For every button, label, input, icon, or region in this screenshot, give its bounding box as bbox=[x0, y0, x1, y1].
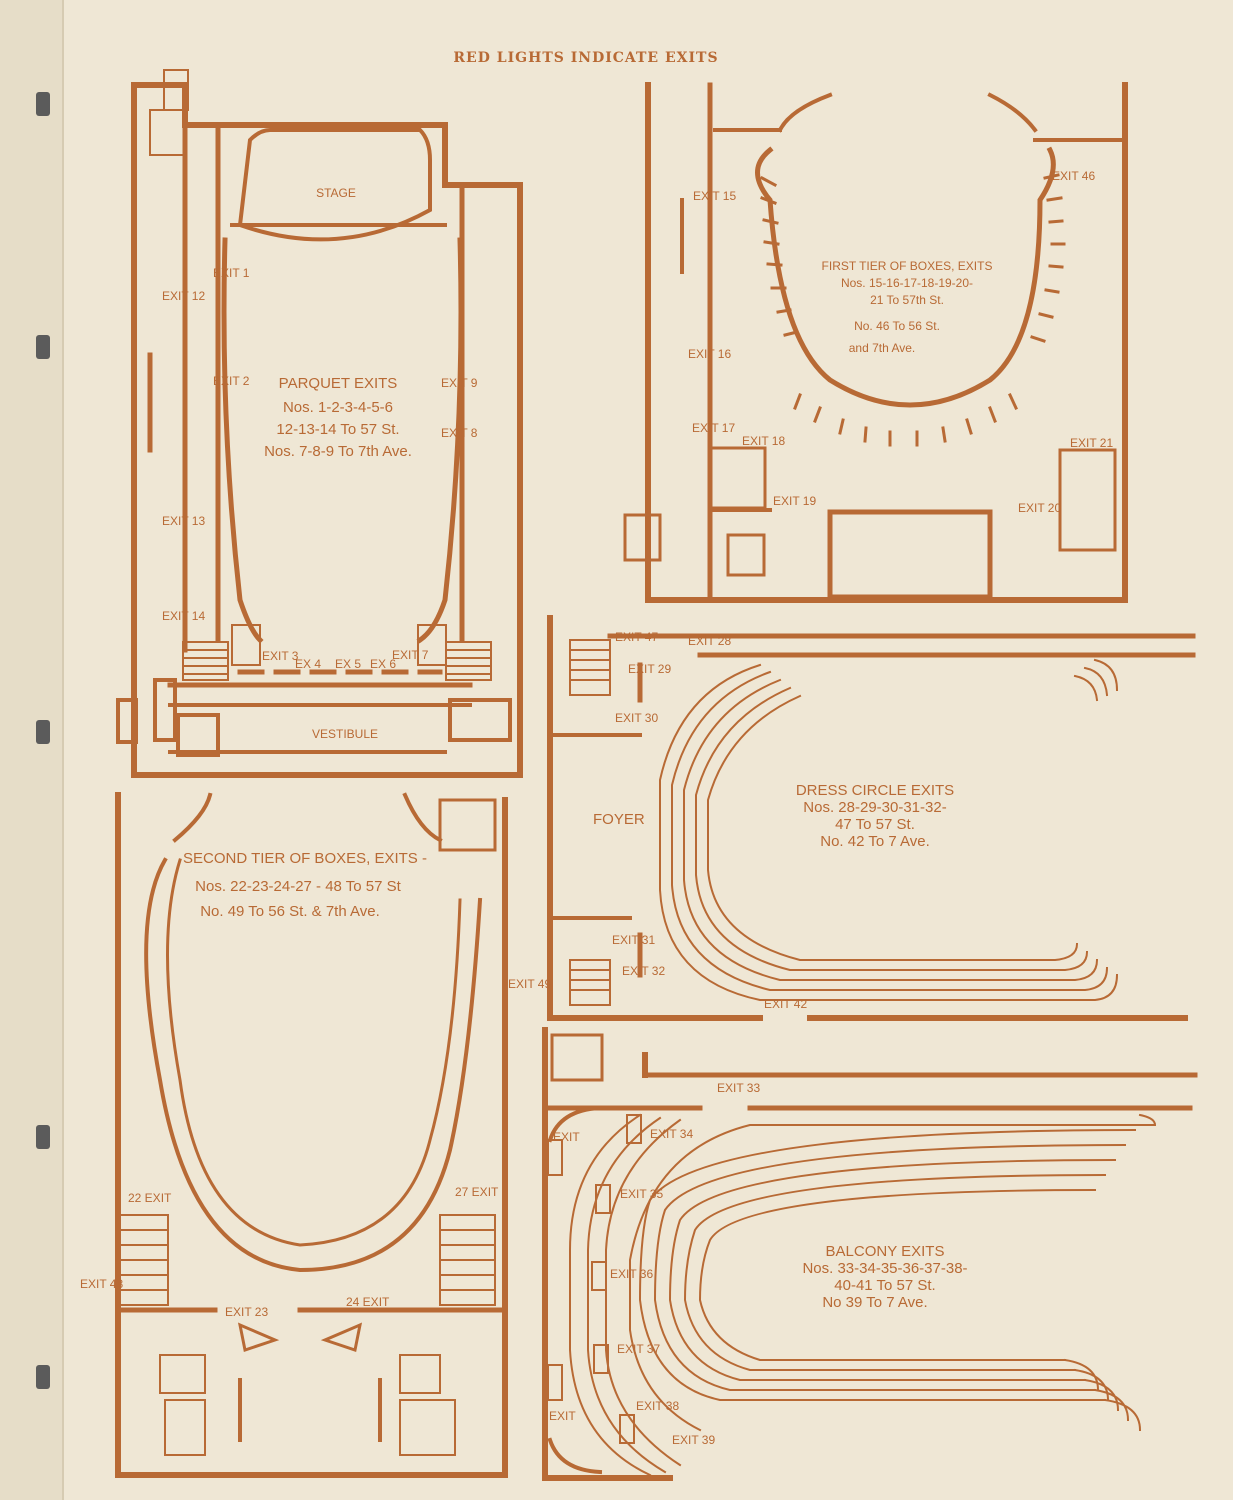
exit-label: EXIT 35 bbox=[620, 1187, 663, 1201]
exit-label: EXIT 13 bbox=[162, 514, 205, 528]
exit-label: EX 5 bbox=[335, 657, 361, 671]
exit-label: EXIT 14 bbox=[162, 609, 205, 623]
exit-label: EXIT 49 bbox=[508, 977, 551, 991]
dress-circle-legend-title: DRESS CIRCLE EXITS bbox=[796, 782, 954, 799]
balcony-legend-title: BALCONY EXITS bbox=[826, 1243, 945, 1260]
exit-label: EXIT 2 bbox=[213, 374, 250, 388]
exit-label: EX 4 bbox=[295, 657, 321, 671]
second-tier-legend-line: No. 49 To 56 St. & 7th Ave. bbox=[200, 903, 380, 920]
balcony-plan bbox=[542, 1027, 1198, 1481]
second-tier-legend-line: Nos. 22-23-24-27 - 48 To 57 St bbox=[195, 878, 402, 895]
exit-label: 24 EXIT bbox=[346, 1295, 390, 1309]
parquet-legend-title: PARQUET EXITS bbox=[279, 375, 398, 392]
balcony-legend-line: 40-41 To 57 St. bbox=[834, 1277, 935, 1294]
exit-label: 27 EXIT bbox=[455, 1185, 499, 1199]
exit-label: EXIT 29 bbox=[628, 662, 671, 676]
balcony-legend-line: No 39 To 7 Ave. bbox=[822, 1294, 927, 1311]
header-title: RED LIGHTS INDICATE EXITS bbox=[453, 50, 718, 66]
first-tier-legend-line: Nos. 15-16-17-18-19-20- bbox=[841, 276, 973, 290]
staple-icon bbox=[36, 1365, 50, 1389]
exit-label: EXIT 33 bbox=[717, 1081, 760, 1095]
exit-label: EXIT 20 bbox=[1018, 501, 1061, 515]
first-tier-legend-line: 21 To 57th St. bbox=[870, 293, 944, 307]
exit-label: EXIT 3 bbox=[262, 649, 299, 663]
exit-label: EXIT 34 bbox=[650, 1127, 693, 1141]
staple-icon bbox=[36, 1125, 50, 1149]
exit-label: EXIT 16 bbox=[688, 347, 731, 361]
dress-circle-legend-line: 47 To 57 St. bbox=[835, 816, 915, 833]
exit-label: EXIT bbox=[553, 1130, 580, 1144]
stage-label: STAGE bbox=[316, 186, 356, 200]
exit-label: EXIT 21 bbox=[1070, 436, 1113, 450]
binding-spine bbox=[0, 0, 64, 1500]
dress-circle-plan bbox=[547, 615, 1196, 1021]
exit-label: EXIT 1 bbox=[213, 266, 250, 280]
exit-label: EXIT 9 bbox=[441, 376, 478, 390]
parquet-legend-line: 12-13-14 To 57 St. bbox=[276, 421, 399, 438]
exit-label: EXIT 19 bbox=[773, 494, 816, 508]
exit-label: EXIT 8 bbox=[441, 426, 478, 440]
exit-label: EXIT 47 bbox=[615, 630, 658, 644]
exit-label: EXIT 12 bbox=[162, 289, 205, 303]
exit-label: 22 EXIT bbox=[128, 1191, 172, 1205]
staple-icon bbox=[36, 335, 50, 359]
parquet-legend-line: Nos. 1-2-3-4-5-6 bbox=[283, 399, 393, 416]
exit-label: EXIT 48 bbox=[80, 1277, 123, 1291]
dress-circle-legend-line: Nos. 28-29-30-31-32- bbox=[803, 799, 946, 816]
foyer-label: FOYER bbox=[593, 811, 645, 828]
exit-label: EXIT 46 bbox=[1052, 169, 1095, 183]
first-tier-legend-line: No. 46 To 56 St. bbox=[854, 319, 940, 333]
exit-label: EXIT 42 bbox=[764, 997, 807, 1011]
first-tier-legend-line: and 7th Ave. bbox=[849, 341, 916, 355]
exit-label: EXIT 18 bbox=[742, 434, 785, 448]
dress-circle-legend-line: No. 42 To 7 Ave. bbox=[820, 833, 930, 850]
exit-label: EXIT 38 bbox=[636, 1399, 679, 1413]
exit-label: EXIT 30 bbox=[615, 711, 658, 725]
exit-label: EXIT 17 bbox=[692, 421, 735, 435]
parquet-legend-line: Nos. 7-8-9 To 7th Ave. bbox=[264, 443, 412, 460]
exit-label: EXIT 28 bbox=[688, 634, 731, 648]
balcony-legend-line: Nos. 33-34-35-36-37-38- bbox=[802, 1260, 967, 1277]
exit-label: EXIT 15 bbox=[693, 189, 736, 203]
exit-label: EX 6 bbox=[370, 657, 396, 671]
second-tier-plan bbox=[115, 792, 508, 1478]
exit-label: EXIT 39 bbox=[672, 1433, 715, 1447]
exit-label: EXIT 7 bbox=[392, 648, 429, 662]
vestibule-label: VESTIBULE bbox=[312, 727, 378, 741]
first-tier-plan bbox=[623, 82, 1128, 603]
staple-icon bbox=[36, 720, 50, 744]
exit-label: EXIT 31 bbox=[612, 933, 655, 947]
exit-label: EXIT 36 bbox=[610, 1267, 653, 1281]
first-tier-legend-title: FIRST TIER OF BOXES, EXITS bbox=[822, 259, 993, 273]
parquet-plan bbox=[116, 69, 523, 778]
exit-label: EXIT 32 bbox=[622, 964, 665, 978]
exit-label: EXIT 23 bbox=[225, 1305, 268, 1319]
staple-icon bbox=[36, 92, 50, 116]
second-tier-legend-title: SECOND TIER OF BOXES, EXITS - bbox=[183, 850, 427, 867]
exit-label: EXIT bbox=[549, 1409, 576, 1423]
exit-label: EXIT 37 bbox=[617, 1342, 660, 1356]
